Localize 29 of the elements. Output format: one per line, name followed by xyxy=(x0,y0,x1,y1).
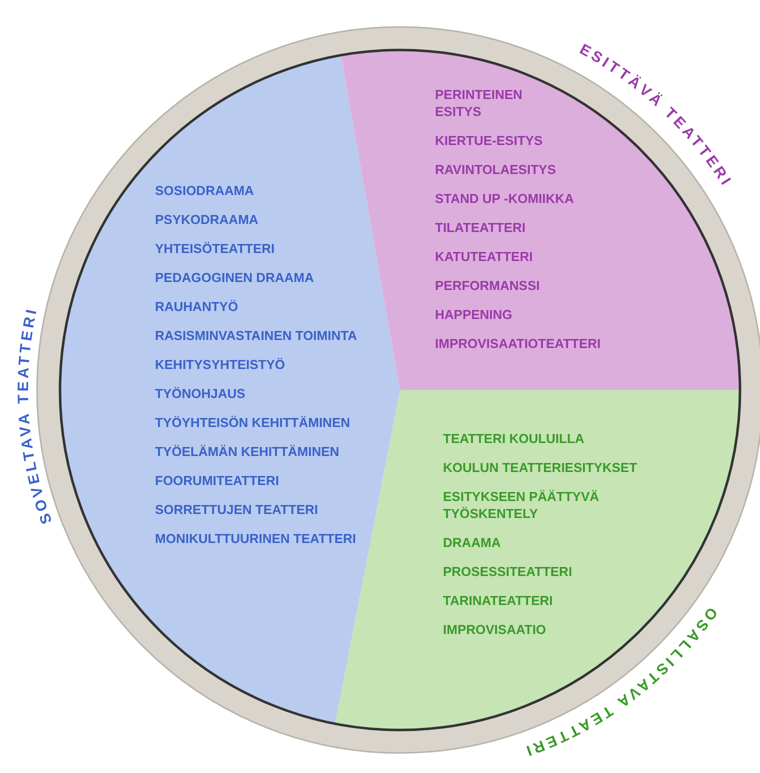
item-label: TYÖNOHJAUS xyxy=(155,385,246,402)
item-label: PERFORMANSSI xyxy=(435,277,540,294)
item-label: TARINATEATTERI xyxy=(443,592,553,609)
item-label: HAPPENING xyxy=(435,306,512,323)
item-label: TYÖYHTEISÖN KEHITTÄMINEN xyxy=(155,414,350,431)
item-label: PSYKODRAAMA xyxy=(155,211,258,228)
item-label: ESITYKSEEN PÄÄTTYVÄ TYÖSKENTELY xyxy=(443,488,600,522)
item-label: TILATEATTERI xyxy=(435,219,526,236)
item-label: SOSIODRAAMA xyxy=(155,182,254,199)
item-label: PEDAGOGINEN DRAAMA xyxy=(155,269,314,286)
item-label: TYÖELÄMÄN KEHITTÄMINEN xyxy=(155,443,340,460)
item-label: KIERTUE-ESITYS xyxy=(435,132,543,149)
item-label: KEHITYSYHTEISTYÖ xyxy=(155,356,286,373)
item-label: DRAAMA xyxy=(443,534,501,551)
item-label: KOULUN TEATTERIESITYKSET xyxy=(443,459,638,476)
item-label: MONIKULTTUURINEN TEATTERI xyxy=(155,530,356,547)
item-label: RASISMINVASTAINEN TOIMINTA xyxy=(155,327,357,344)
item-label: KATUTEATTERI xyxy=(435,248,533,265)
item-label: SORRETTUJEN TEATTERI xyxy=(155,501,318,518)
item-label: RAUHANTYÖ xyxy=(155,298,238,315)
item-label: PROSESSITEATTERI xyxy=(443,563,572,580)
item-label: IMPROVISAATIOTEATTERI xyxy=(435,335,601,352)
item-label: STAND UP -KOMIIKKA xyxy=(435,190,574,207)
item-label: RAVINTOLAESITYS xyxy=(435,161,556,178)
item-label: IMPROVISAATIO xyxy=(443,621,546,638)
item-label: TEATTERI KOULUILLA xyxy=(443,430,584,447)
item-label: FOORUMITEATTERI xyxy=(155,472,279,489)
item-label: PERINTEINEN ESITYS xyxy=(435,86,524,120)
item-label: YHTEISÖTEATTERI xyxy=(155,240,275,257)
